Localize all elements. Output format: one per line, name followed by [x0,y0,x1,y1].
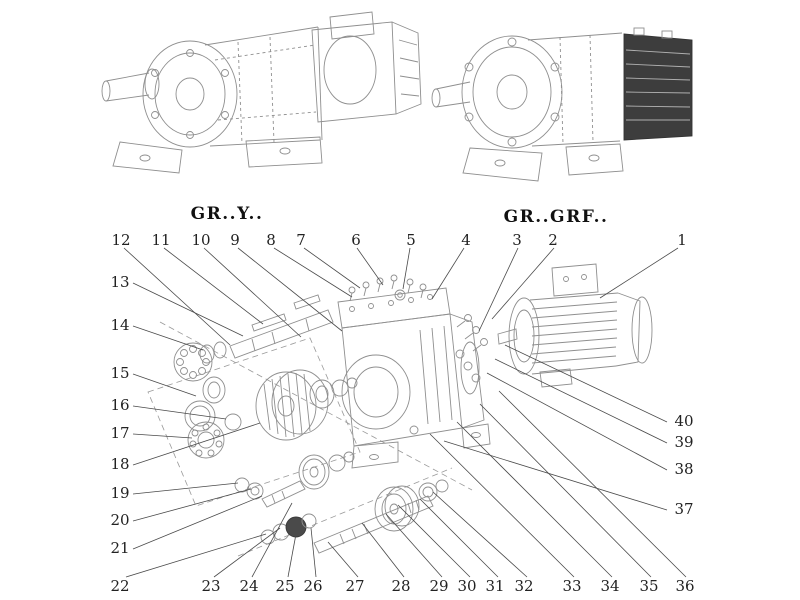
model-label-gr-grf: GR..GRF.. [504,207,609,227]
callout-37: 37 [674,500,693,518]
leader-lines [123,247,687,578]
callout-29: 29 [429,577,448,595]
callout-4: 4 [461,231,471,249]
exploded-view [147,263,653,557]
callout-18: 18 [110,455,129,473]
input-shaft-assembly [199,294,334,364]
callout-36: 36 [675,577,694,595]
callout-15: 15 [110,364,129,382]
callout-31: 31 [485,577,504,595]
callout-16: 16 [110,396,129,414]
callout-17: 17 [110,424,129,442]
model-label-gr-y: GR..Y.. [191,204,264,224]
large-helical-gear [255,369,358,441]
callout-39: 39 [674,433,693,451]
callout-3: 3 [512,231,522,249]
housing [337,287,491,469]
callout-38: 38 [674,460,693,478]
callout-6: 6 [351,231,361,249]
callout-20: 20 [110,511,129,529]
motor [497,263,653,388]
callout-22: 22 [110,577,129,595]
callout-24: 24 [239,577,258,595]
callout-13: 13 [110,273,129,291]
callout-33: 33 [562,577,581,595]
callout-1: 1 [677,231,687,249]
assembly-axis-lines [147,321,473,557]
callout-21: 21 [110,539,129,557]
assembled-view-gr-y [101,11,422,174]
callout-14: 14 [110,316,129,334]
callout-12: 12 [111,231,130,249]
callout-8: 8 [266,231,276,249]
callout-40: 40 [674,412,693,430]
callout-32: 32 [514,577,533,595]
callout-numbers: 12 11 10 9 8 7 6 5 4 3 2 1 13 14 15 16 1… [110,231,694,595]
callout-9: 9 [230,231,240,249]
callout-10: 10 [191,231,210,249]
callout-28: 28 [391,577,410,595]
callout-34: 34 [600,577,619,595]
callout-26: 26 [303,577,322,595]
top-fasteners [348,274,427,302]
callout-25: 25 [275,577,294,595]
left-bearing-seal-stack [173,342,242,459]
callout-19: 19 [110,484,129,502]
callout-27: 27 [345,577,364,595]
callout-11: 11 [151,231,170,249]
callout-5: 5 [406,231,416,249]
callout-2: 2 [548,231,558,249]
callout-7: 7 [296,231,306,249]
assembled-view-gr-grf [431,27,693,182]
callout-30: 30 [457,577,476,595]
callout-23: 23 [201,577,220,595]
motor-mounting-hardware [455,314,488,383]
output-shaft-assembly [260,479,449,554]
callout-35: 35 [639,577,658,595]
